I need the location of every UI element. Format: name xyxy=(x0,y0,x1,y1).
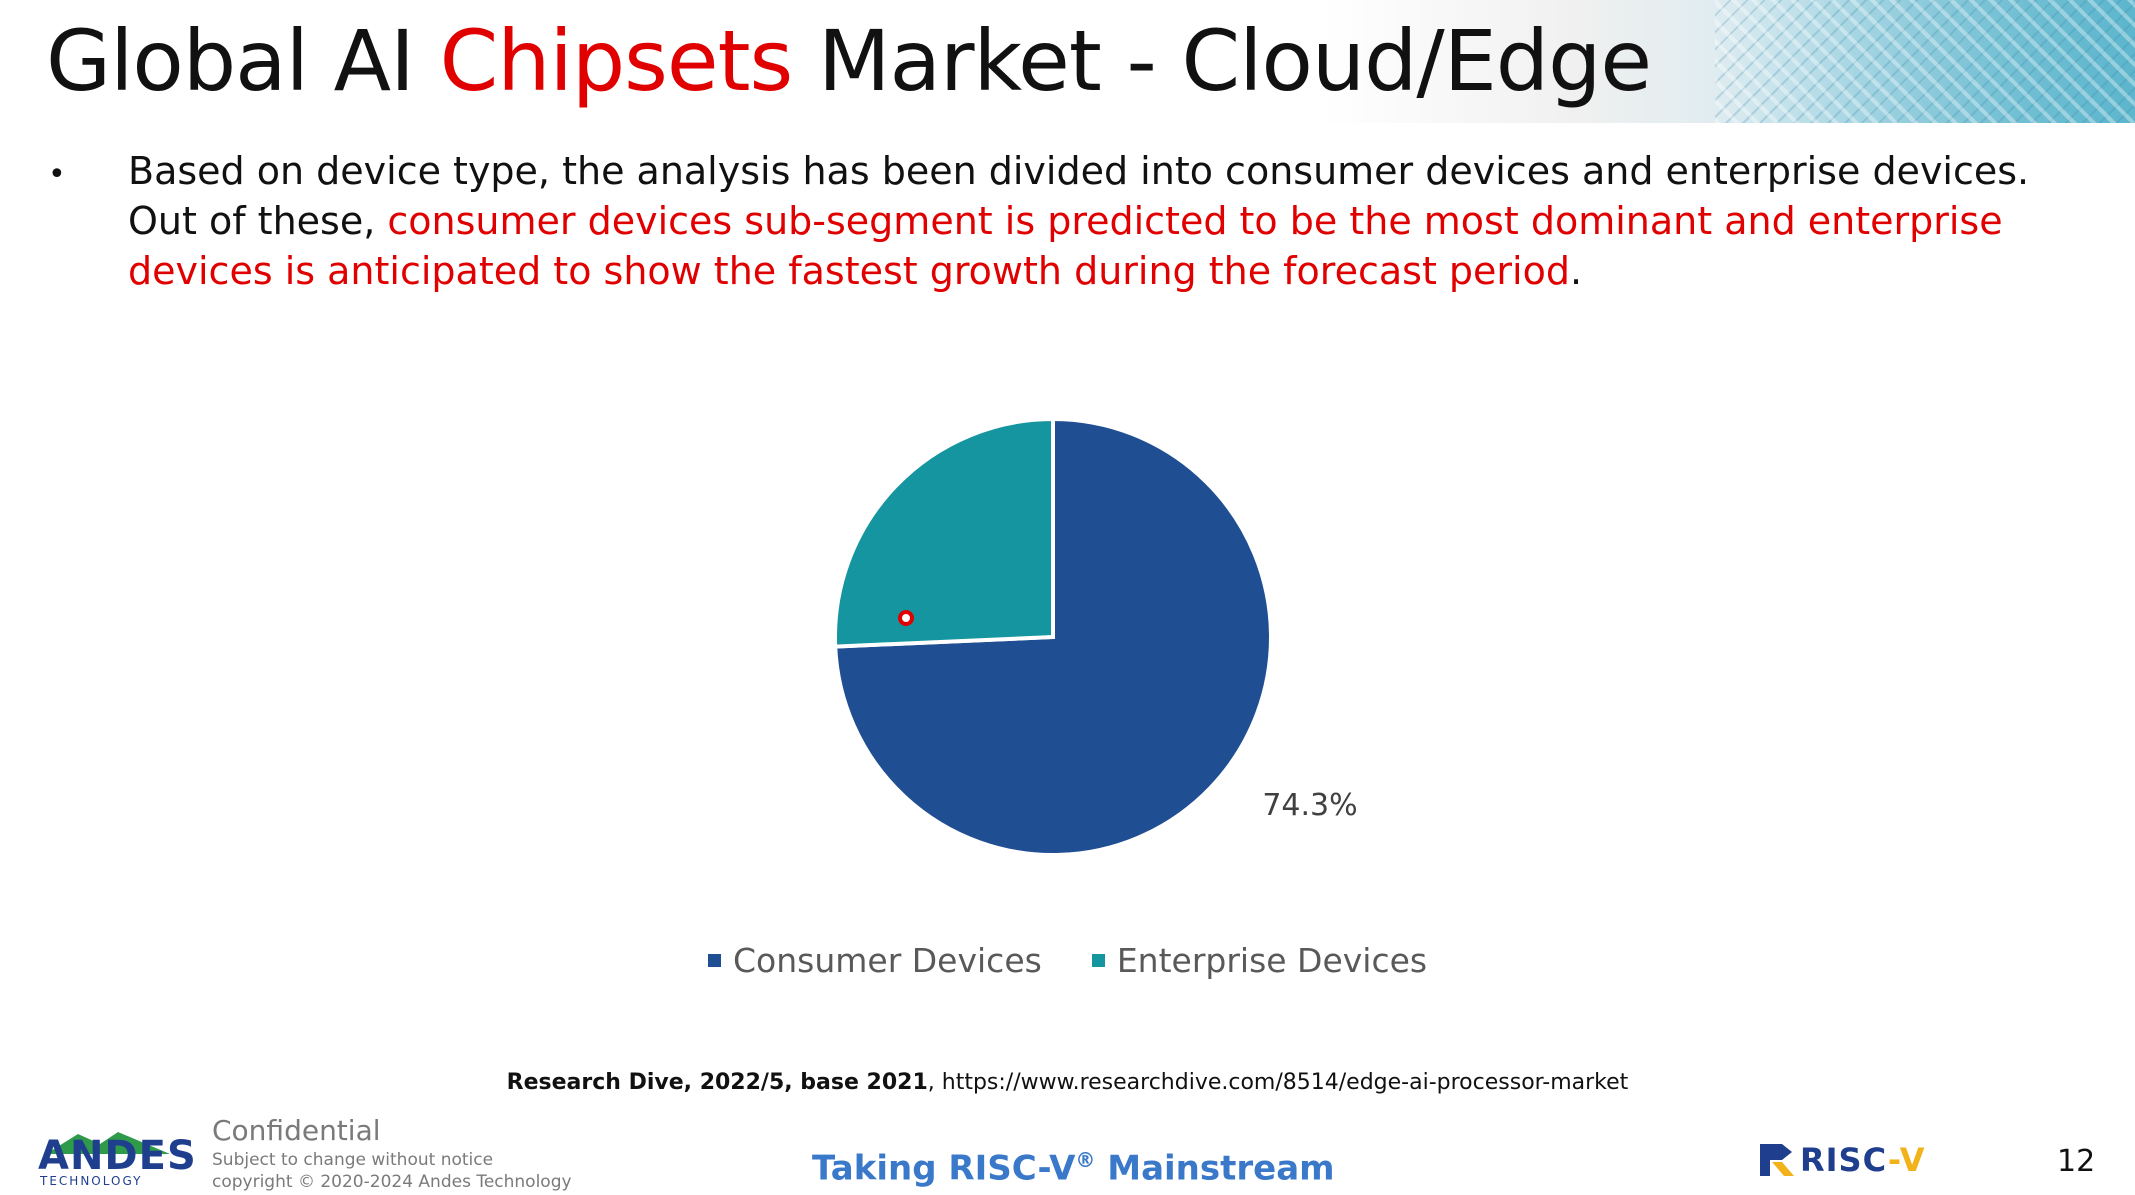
source-bold: Research Dive, 2022/5, base 2021 xyxy=(506,1070,928,1095)
chart-legend: Consumer Devices Enterprise Devices xyxy=(708,940,1427,980)
legend-item-enterprise-devices: Enterprise Devices xyxy=(1091,940,1428,980)
andes-logo-sub: TECHNOLOGY xyxy=(40,1174,143,1188)
legend-swatch xyxy=(1091,953,1105,967)
source-citation: Research Dive, 2022/5, base 2021, https:… xyxy=(0,1070,2135,1095)
riscv-logo-text: RISC-V xyxy=(1800,1141,1926,1179)
title-accent-text: Chipsets xyxy=(439,12,794,110)
andes-logo-mountain-icon xyxy=(46,1132,170,1154)
title-text-2: Market - Cloud/Edge xyxy=(792,12,1652,110)
pie-slice-enterprise-devices xyxy=(833,416,1055,649)
tagline-text-end: Mainstream xyxy=(1095,1148,1335,1189)
source-url[interactable]: , https://www.researchdive.com/8514/edge… xyxy=(927,1070,1629,1095)
bullet-text-plain: Based on device type, the analysis has b… xyxy=(128,149,2030,243)
riscv-mark-icon xyxy=(1760,1144,1794,1176)
riscv-logo-text-dash: -V xyxy=(1887,1141,1926,1179)
page-number: 12 xyxy=(2057,1144,2096,1179)
andes-logo: ANDES xyxy=(38,1133,197,1179)
title-bar xyxy=(0,0,2135,123)
laser-pointer-icon xyxy=(898,610,914,626)
notice-text: Subject to change without notice xyxy=(212,1150,494,1170)
slide-title: Global AI Chipsets Market - Cloud/Edge xyxy=(46,6,1652,116)
pie-data-label: 74.3% xyxy=(1262,788,1357,823)
tagline: Taking RISC-V® Mainstream xyxy=(812,1148,1335,1188)
confidential-label: Confidential xyxy=(212,1114,381,1147)
riscv-logo: RISC-V xyxy=(1760,1140,1926,1180)
legend-item-consumer-devices: Consumer Devices xyxy=(708,941,1042,980)
copyright-text: copyright © 2020-2024 Andes Technology xyxy=(212,1172,572,1192)
legend-swatch xyxy=(708,953,721,967)
legend-label: Enterprise Devices xyxy=(1116,940,1428,980)
tagline-registered: ® xyxy=(1075,1148,1096,1172)
bullet-paragraph: Based on device type, the analysis has b… xyxy=(128,146,2058,296)
legend-label: Consumer Devices xyxy=(733,940,1042,980)
tagline-text: Taking RISC-V xyxy=(812,1148,1076,1189)
bullet-icon: • xyxy=(48,157,66,192)
riscv-logo-text-a: RISC xyxy=(1800,1141,1888,1179)
bullet-text-highlight: consumer devices sub-segment is predicte… xyxy=(128,199,2003,293)
bullet-text-end: . xyxy=(1569,249,1583,293)
title-text-1: Global AI xyxy=(46,12,440,110)
title-decoration-image xyxy=(1715,0,2135,123)
